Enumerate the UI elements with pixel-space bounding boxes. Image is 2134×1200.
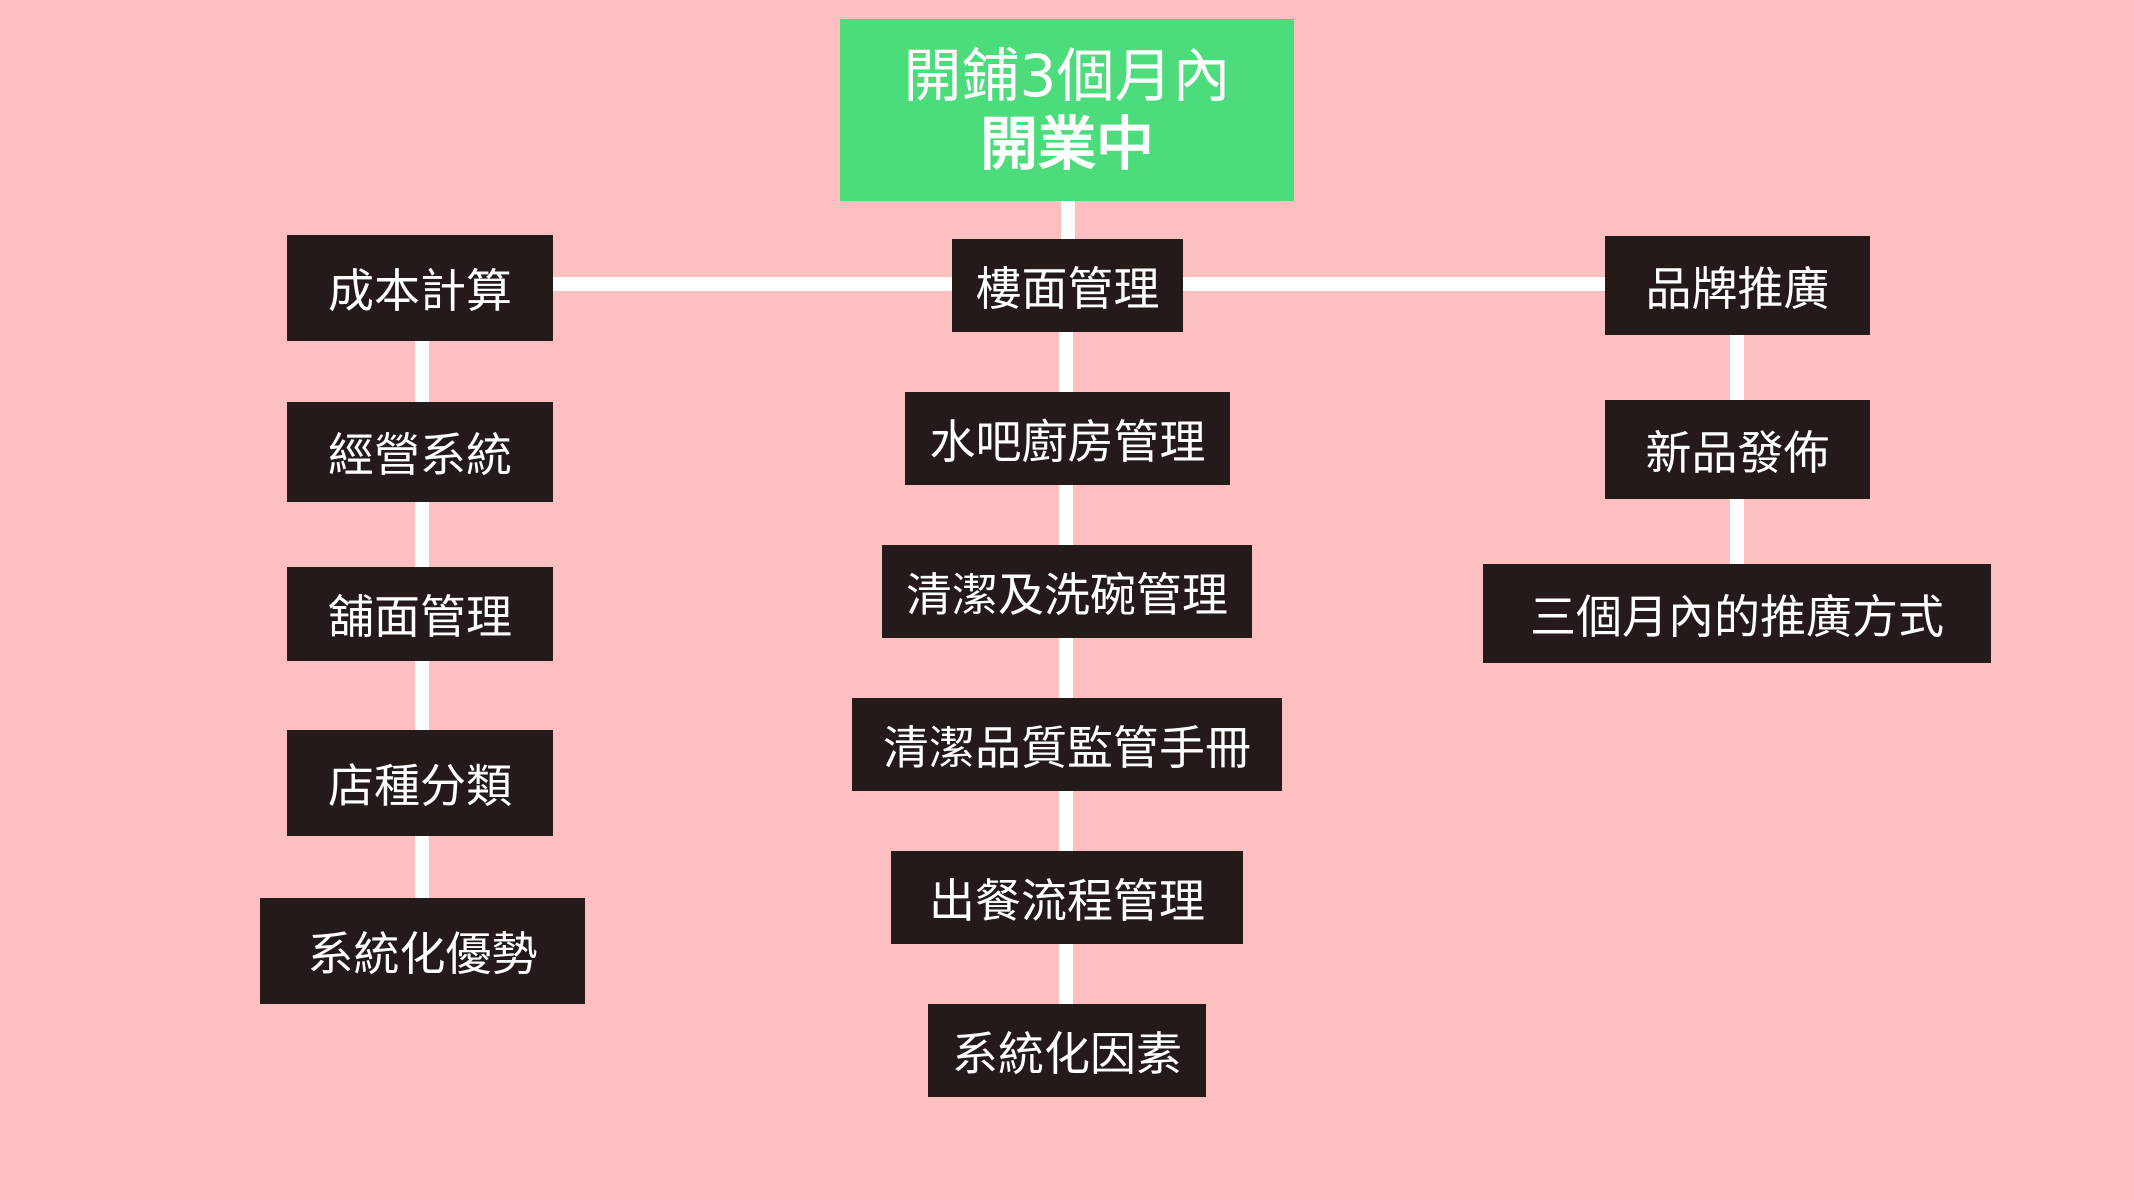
child-node-shop-management: 舖面管理 bbox=[287, 567, 553, 661]
connector-horizontal-right bbox=[1181, 277, 1606, 291]
child-node-three-month-promotion: 三個月內的推廣方式 bbox=[1483, 564, 1991, 663]
connector-root-to-center bbox=[1061, 199, 1075, 242]
branch-node-brand-promotion: 品牌推廣 bbox=[1605, 236, 1870, 335]
child-node-systemization-factors: 系統化因素 bbox=[928, 1004, 1206, 1097]
child-node-cleaning-dishwashing-management: 清潔及洗碗管理 bbox=[882, 545, 1252, 638]
child-node-new-product-launch: 新品發佈 bbox=[1605, 400, 1870, 499]
child-node-cleaning-quality-manual: 清潔品質監管手冊 bbox=[852, 698, 1282, 791]
child-node-bar-kitchen-management: 水吧廚房管理 bbox=[905, 392, 1230, 485]
root-title-line2: 開業中 bbox=[979, 110, 1154, 178]
child-node-shop-type-classification: 店種分類 bbox=[287, 730, 553, 836]
branch-node-floor-management: 樓面管理 bbox=[952, 239, 1183, 332]
child-node-serving-process-management: 出餐流程管理 bbox=[891, 851, 1243, 944]
root-title-line1: 開鋪3個月內 bbox=[903, 42, 1231, 110]
branch-node-cost-calculation: 成本計算 bbox=[287, 235, 553, 341]
connector-horizontal-left bbox=[552, 277, 954, 291]
child-node-operating-system: 經營系統 bbox=[287, 402, 553, 502]
child-node-systemization-advantage: 系統化優勢 bbox=[260, 898, 585, 1004]
root-node: 開鋪3個月內 開業中 bbox=[840, 19, 1294, 201]
connector-center-column bbox=[1059, 330, 1073, 1005]
